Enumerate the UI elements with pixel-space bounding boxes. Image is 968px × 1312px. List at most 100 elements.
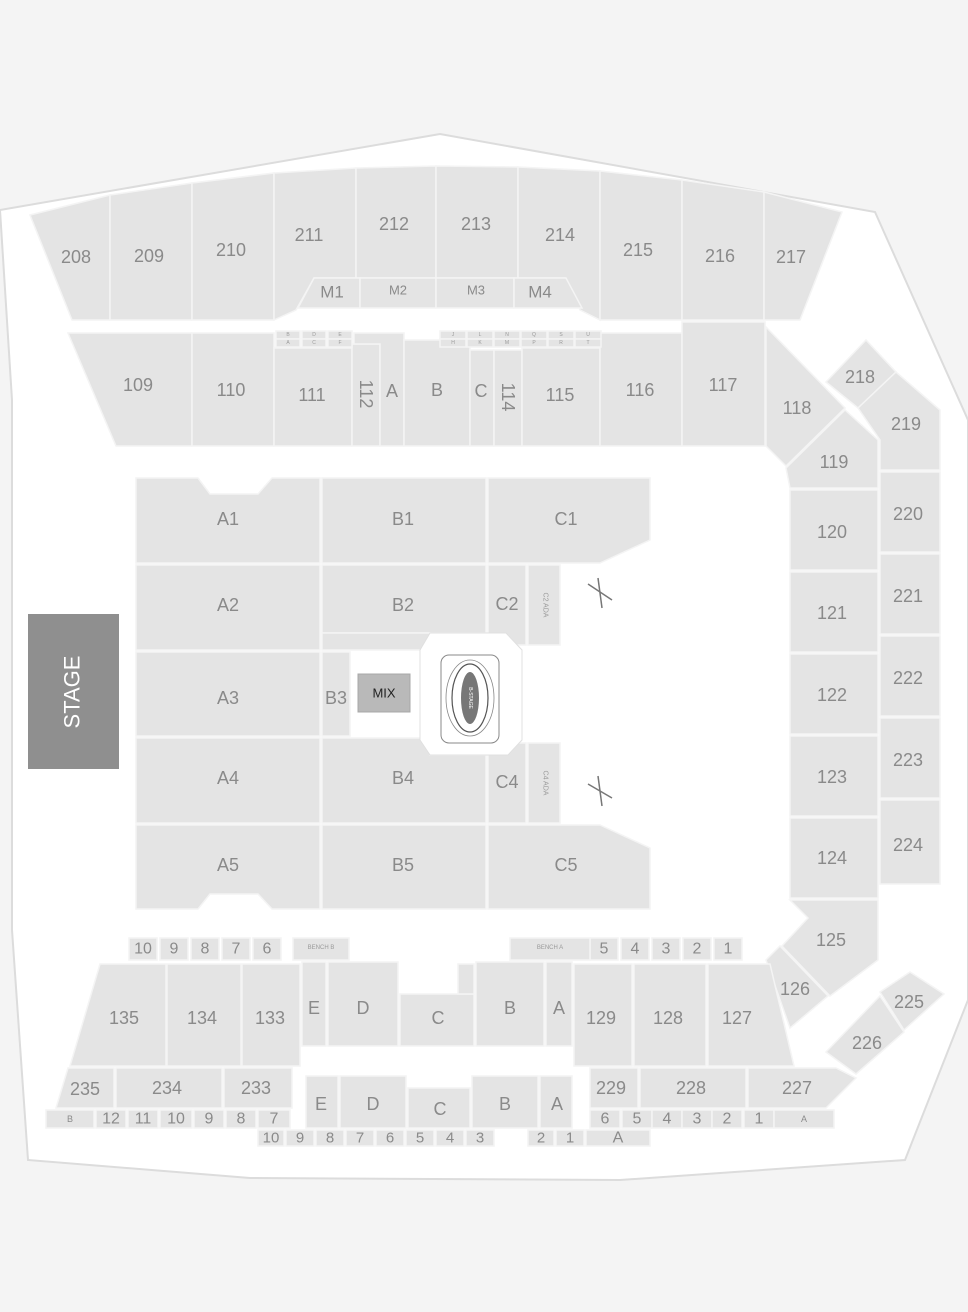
row-box[interactable] xyxy=(285,1129,315,1147)
row-box[interactable] xyxy=(439,330,467,340)
row-box[interactable] xyxy=(466,338,494,348)
row-box[interactable] xyxy=(681,1109,713,1129)
section-217[interactable] xyxy=(763,191,844,321)
row-box[interactable] xyxy=(221,937,251,961)
section-222[interactable] xyxy=(879,635,941,717)
row-box[interactable] xyxy=(315,1129,345,1147)
row-box[interactable] xyxy=(465,1129,495,1147)
section-110[interactable] xyxy=(191,332,275,447)
section-224[interactable] xyxy=(879,799,941,885)
section-M4[interactable] xyxy=(513,277,584,309)
section-A5[interactable] xyxy=(135,824,321,910)
section-back-C[interactable] xyxy=(407,1087,471,1129)
section-118[interactable] xyxy=(765,325,847,468)
section-129[interactable] xyxy=(573,963,633,1067)
section-B1[interactable] xyxy=(321,477,487,564)
section-133[interactable] xyxy=(241,963,301,1067)
row-box[interactable] xyxy=(493,338,521,348)
section-229[interactable] xyxy=(589,1067,639,1109)
row-box[interactable] xyxy=(589,1109,621,1129)
row-box[interactable] xyxy=(620,937,650,961)
section-M2[interactable] xyxy=(359,277,437,309)
section-south-E[interactable] xyxy=(301,961,327,1047)
row-box[interactable] xyxy=(127,1109,159,1129)
row-box[interactable] xyxy=(345,1129,375,1147)
section-128[interactable] xyxy=(633,963,707,1067)
section-north-B[interactable] xyxy=(403,339,471,447)
section-221[interactable] xyxy=(879,553,941,635)
section-C2-ADA[interactable] xyxy=(527,564,561,646)
section-south-D[interactable] xyxy=(327,961,399,1047)
section-228[interactable] xyxy=(639,1067,747,1109)
row-box[interactable] xyxy=(257,1129,285,1147)
row-box[interactable] xyxy=(190,937,220,961)
section-220[interactable] xyxy=(879,471,941,553)
section-215[interactable] xyxy=(599,170,683,321)
section-122[interactable] xyxy=(789,653,879,735)
section-120[interactable] xyxy=(789,489,879,571)
section-south-C[interactable] xyxy=(399,993,475,1047)
row-box[interactable] xyxy=(257,1109,291,1129)
section-115[interactable] xyxy=(521,347,601,447)
row-box[interactable] xyxy=(682,937,712,961)
row-box[interactable] xyxy=(327,330,353,340)
row-box[interactable] xyxy=(574,330,602,340)
row-box[interactable] xyxy=(520,338,548,348)
row-box[interactable] xyxy=(45,1109,95,1129)
section-back-A[interactable] xyxy=(539,1075,573,1129)
row-box[interactable] xyxy=(555,1129,585,1147)
row-box[interactable] xyxy=(466,330,494,340)
row-box[interactable] xyxy=(527,1129,555,1147)
section-south-A[interactable] xyxy=(545,961,573,1047)
section-233[interactable] xyxy=(223,1067,293,1109)
row-box[interactable] xyxy=(651,1109,683,1129)
section-126[interactable] xyxy=(765,944,830,1030)
section-A2[interactable] xyxy=(135,564,321,651)
row-box[interactable] xyxy=(547,330,575,340)
section-119[interactable] xyxy=(785,408,879,489)
row-box[interactable] xyxy=(589,937,619,961)
row-box[interactable] xyxy=(711,1109,743,1129)
section-north-C[interactable] xyxy=(469,349,495,447)
row-box[interactable] xyxy=(275,330,301,340)
section-216[interactable] xyxy=(681,179,765,321)
section-117[interactable] xyxy=(681,321,766,447)
section-B3[interactable] xyxy=(321,651,351,737)
section-A1[interactable] xyxy=(135,477,321,564)
section-226[interactable] xyxy=(824,994,905,1075)
row-box[interactable] xyxy=(574,338,602,348)
section-A3[interactable] xyxy=(135,651,321,737)
section-225[interactable] xyxy=(878,971,946,1032)
row-box[interactable] xyxy=(743,1109,775,1129)
section-back-B[interactable] xyxy=(471,1075,539,1129)
row-box[interactable] xyxy=(327,338,353,348)
section-127[interactable] xyxy=(707,963,795,1067)
row-box[interactable] xyxy=(773,1109,835,1129)
section-112[interactable] xyxy=(351,343,381,447)
row-box[interactable] xyxy=(547,338,575,348)
section-134[interactable] xyxy=(166,963,242,1067)
section-210[interactable] xyxy=(191,172,275,321)
section-south-B[interactable] xyxy=(475,961,545,1047)
row-box[interactable] xyxy=(651,937,681,961)
row-box[interactable] xyxy=(405,1129,435,1147)
row-box[interactable] xyxy=(301,338,327,348)
row-box[interactable] xyxy=(159,937,189,961)
bench-a[interactable] xyxy=(509,937,591,961)
row-box[interactable] xyxy=(520,330,548,340)
section-C4-ADA[interactable] xyxy=(527,742,561,824)
section-123[interactable] xyxy=(789,735,879,817)
section-M3[interactable] xyxy=(435,277,515,309)
section-111[interactable] xyxy=(273,347,353,447)
row-box[interactable] xyxy=(713,937,743,961)
section-209[interactable] xyxy=(109,182,193,321)
section-A4[interactable] xyxy=(135,737,321,824)
section-124[interactable] xyxy=(789,817,879,899)
bench-b[interactable] xyxy=(292,937,350,961)
row-box[interactable] xyxy=(621,1109,653,1129)
section-212[interactable] xyxy=(355,165,437,279)
row-box[interactable] xyxy=(252,937,282,961)
section-C1[interactable] xyxy=(487,477,651,564)
row-box[interactable] xyxy=(435,1129,465,1147)
section-C2[interactable] xyxy=(487,564,527,646)
